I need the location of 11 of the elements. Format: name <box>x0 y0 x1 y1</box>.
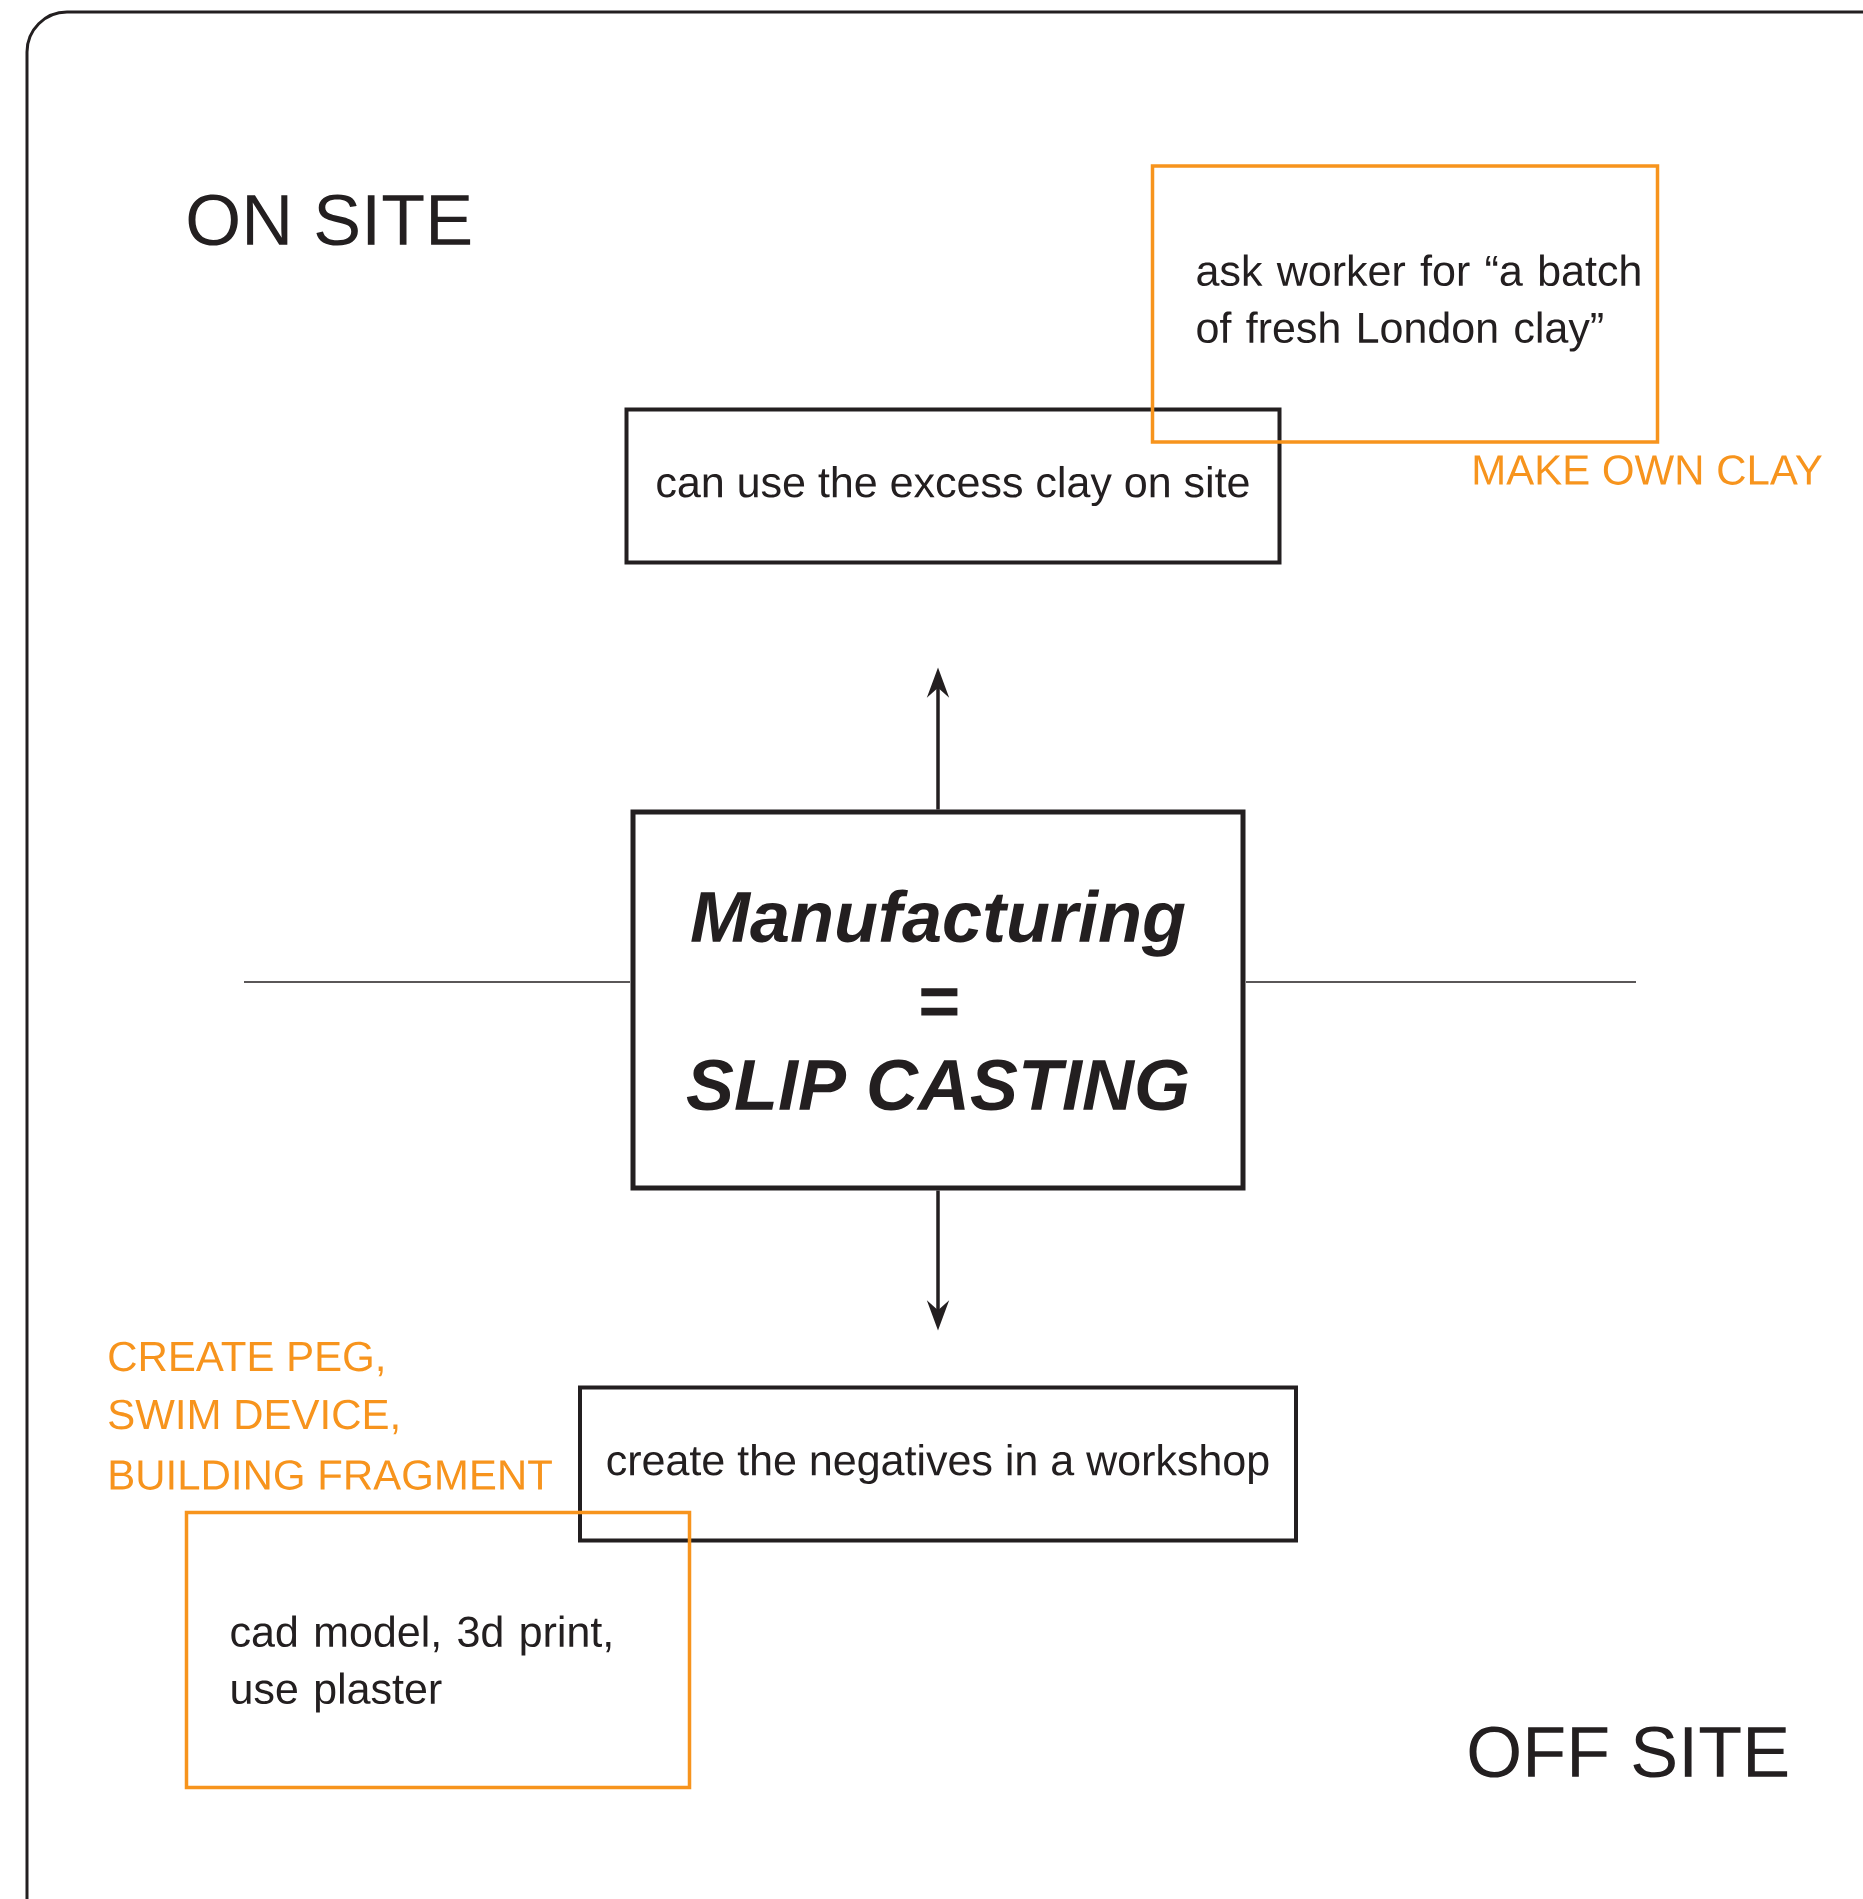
caption-text: CREATE PEG, <box>109 1341 383 1377</box>
process-box: Manufacturing = SLIP CASTING <box>630 809 1246 1191</box>
note-box: cad model, 3d print, use plaster <box>184 1510 692 1790</box>
text-box: create the negatives in a workshop <box>578 1385 1298 1543</box>
zone-label: OFF SITE <box>1469 1726 1788 1778</box>
zone-label: ON SITE <box>188 194 471 246</box>
text-box: can use the excess clay on site <box>624 407 1282 565</box>
caption-text: SWIM DEVICE, <box>109 1399 398 1435</box>
caption-text: MAKE OWN CLAY <box>1474 455 1822 485</box>
caption-text: BUILDING FRAGMENT <box>110 1460 552 1490</box>
note-box: ask worker for “a batch of fresh London clay” <box>1150 164 1660 444</box>
